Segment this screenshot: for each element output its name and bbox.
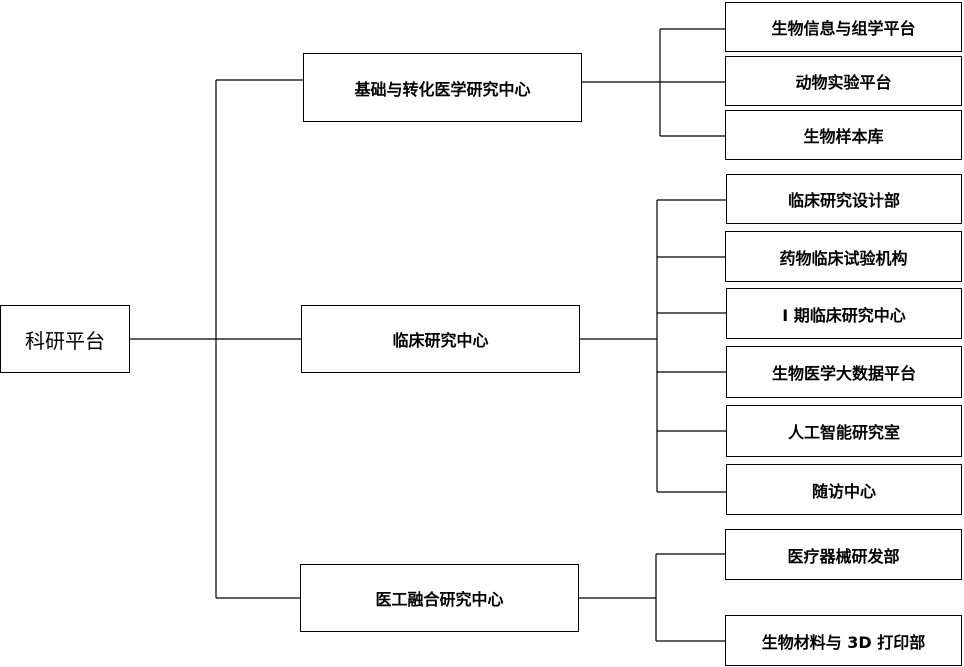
center-node-clinical: 临床研究中心	[301, 305, 580, 373]
unit-node: I 期临床研究中心	[726, 288, 962, 339]
unit-node: 动物实验平台	[725, 56, 962, 106]
unit-label: 生物信息与组学平台	[771, 19, 916, 38]
center-label: 基础与转化医学研究中心	[354, 79, 531, 99]
unit-label: 动物实验平台	[795, 73, 892, 92]
unit-label: 医疗器械研发部	[787, 546, 900, 566]
unit-label: 随访中心	[811, 481, 876, 501]
center-label: 临床研究中心	[392, 331, 489, 350]
unit-label: I 期临床研究中心	[782, 305, 906, 325]
center-node-basic-translational: 基础与转化医学研究中心	[303, 53, 582, 122]
root-node: 科研平台	[0, 305, 130, 373]
unit-node: 生物信息与组学平台	[725, 2, 962, 52]
unit-node: 生物材料与 3D 打印部	[725, 615, 962, 666]
center-label: 医工融合研究中心	[375, 590, 504, 609]
unit-label: 生物样本库	[803, 127, 884, 146]
root-label: 科研平台	[25, 328, 105, 353]
unit-label: 药物临床试验机构	[779, 248, 908, 268]
unit-node: 人工智能研究室	[726, 405, 962, 457]
unit-node: 药物临床试验机构	[725, 231, 962, 282]
unit-node: 生物医学大数据平台	[726, 346, 962, 398]
unit-label: 生物医学大数据平台	[771, 364, 916, 383]
unit-node: 随访中心	[726, 464, 962, 515]
unit-label: 临床研究设计部	[787, 191, 900, 210]
unit-label: 生物材料与 3D 打印部	[761, 632, 926, 652]
unit-label: 人工智能研究室	[787, 423, 900, 442]
center-node-med-engineering: 医工融合研究中心	[300, 564, 579, 632]
unit-node: 医疗器械研发部	[725, 529, 962, 580]
unit-node: 生物样本库	[725, 110, 962, 160]
unit-node: 临床研究设计部	[726, 174, 962, 224]
